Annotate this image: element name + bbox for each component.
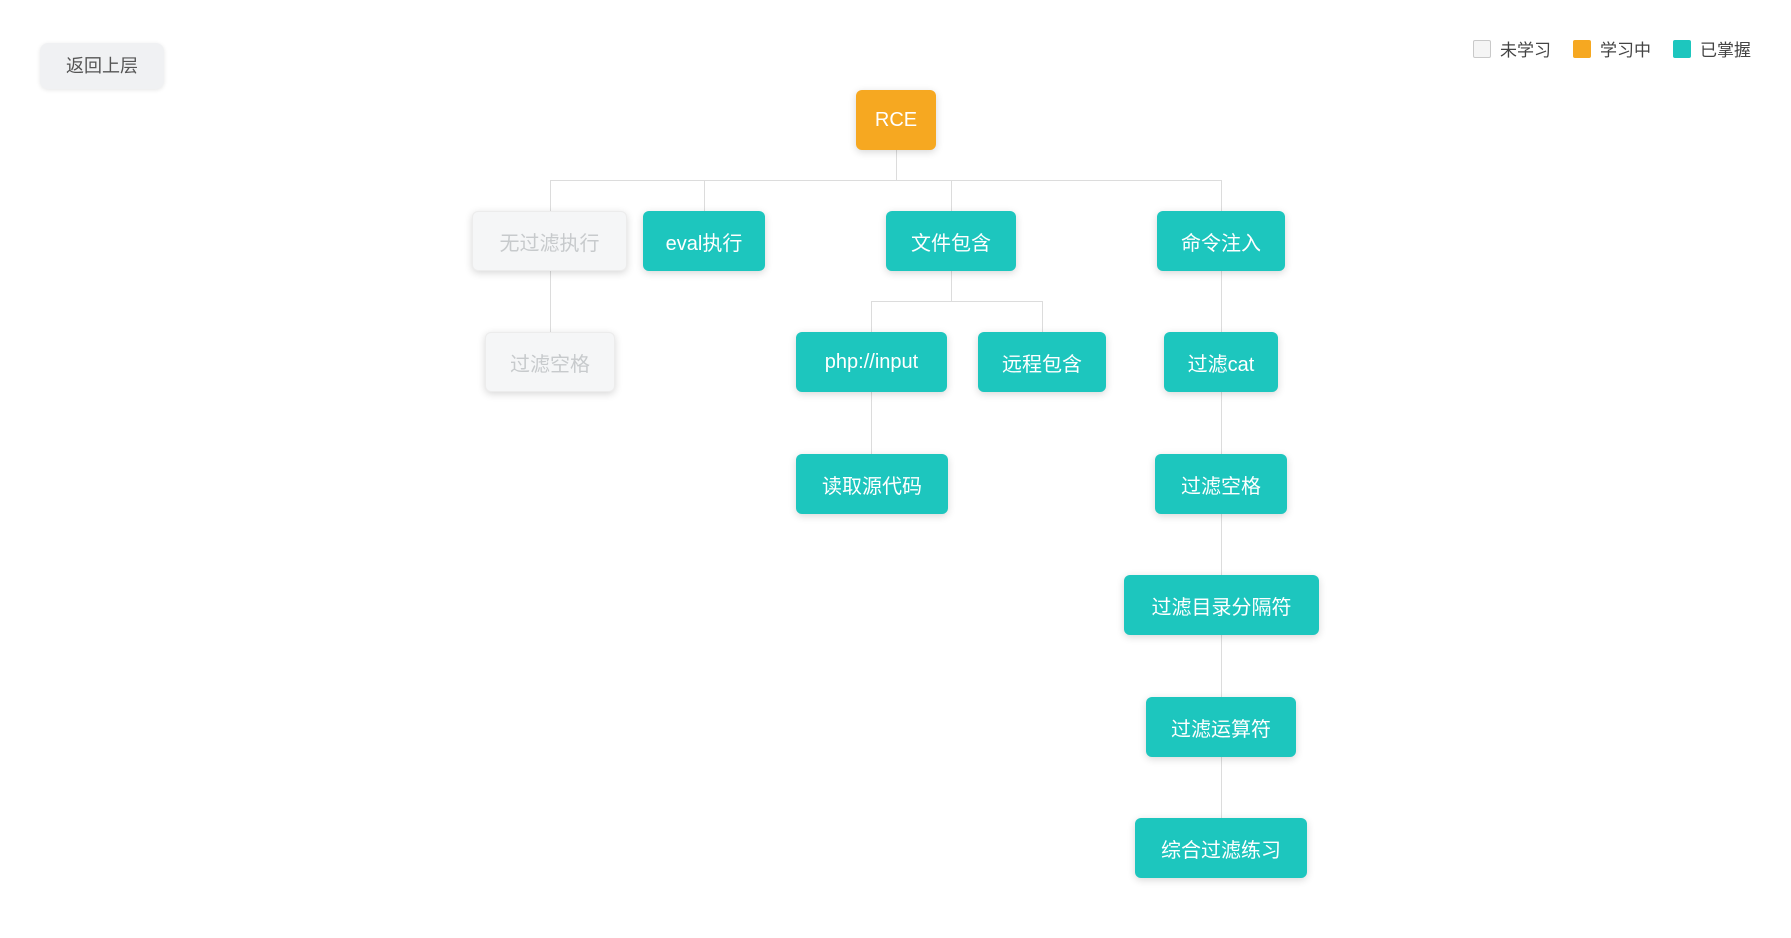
- connector-line: [951, 180, 952, 211]
- legend: 未学习 学习中 已掌握: [1473, 36, 1751, 61]
- node-remote-include[interactable]: 远程包含: [978, 332, 1106, 392]
- connector-line: [1221, 180, 1222, 211]
- node-filter-dir-sep[interactable]: 过滤目录分隔符: [1124, 575, 1319, 635]
- connector-line: [951, 271, 952, 301]
- node-filter-operator[interactable]: 过滤运算符: [1146, 697, 1296, 757]
- connector-line: [1221, 635, 1222, 697]
- node-file-include[interactable]: 文件包含: [886, 211, 1016, 271]
- legend-label: 已掌握: [1700, 41, 1751, 60]
- connector-line: [871, 301, 1042, 302]
- node-combined-filter[interactable]: 综合过滤练习: [1135, 818, 1307, 878]
- connector-line: [1042, 301, 1043, 332]
- node-php-input[interactable]: php://input: [796, 332, 947, 392]
- connector-line: [1221, 757, 1222, 818]
- connector-line: [1221, 392, 1222, 454]
- legend-item-mastered: 已掌握: [1673, 36, 1751, 61]
- node-filter-space[interactable]: 过滤空格: [1155, 454, 1287, 514]
- connector-line: [550, 180, 551, 211]
- connector-line: [1221, 271, 1222, 332]
- node-eval-exec[interactable]: eval执行: [643, 211, 765, 271]
- not-learned-swatch-icon: [1473, 39, 1491, 58]
- node-filter-space-nf[interactable]: 过滤空格: [485, 332, 615, 392]
- learning-swatch-icon: [1573, 39, 1591, 58]
- legend-item-learning: 学习中: [1573, 36, 1651, 61]
- connector-line: [896, 150, 897, 180]
- node-cmd-inject[interactable]: 命令注入: [1157, 211, 1285, 271]
- connector-line: [550, 180, 1221, 181]
- legend-label: 未学习: [1500, 41, 1551, 60]
- node-rce[interactable]: RCE: [856, 90, 936, 150]
- back-button[interactable]: 返回上层: [40, 43, 164, 89]
- connector-line: [1221, 514, 1222, 575]
- node-no-filter-exec[interactable]: 无过滤执行: [472, 211, 627, 271]
- legend-label: 学习中: [1600, 41, 1651, 60]
- node-read-source[interactable]: 读取源代码: [796, 454, 948, 514]
- connector-line: [704, 180, 705, 211]
- connector-line: [871, 392, 872, 454]
- legend-item-not-learned: 未学习: [1473, 36, 1551, 61]
- node-filter-cat[interactable]: 过滤cat: [1164, 332, 1278, 392]
- connector-line: [550, 271, 551, 332]
- connector-line: [871, 301, 872, 332]
- mastered-swatch-icon: [1673, 39, 1691, 58]
